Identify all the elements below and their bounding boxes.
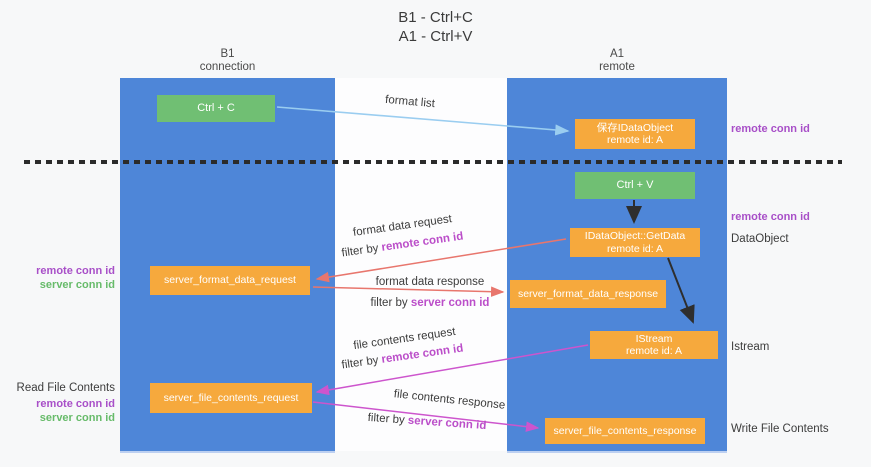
getdata-line1: IDataObject::GetData xyxy=(584,230,686,242)
format-request-label: server_format_data_request xyxy=(164,274,296,287)
istream-side-label: Istream xyxy=(731,341,770,353)
istream-line2: remote id: A xyxy=(625,345,683,357)
phase-separator-dashed-line xyxy=(24,160,842,164)
right-remote-conn-id-label-2: remote conn id xyxy=(731,211,810,223)
ctrl-v-label: Ctrl + V xyxy=(616,179,654,191)
save-idataobject-line2: remote id: A xyxy=(606,134,664,146)
getdata-line2: remote id: A xyxy=(606,242,664,255)
server-format-data-request-box: server_format_data_request xyxy=(150,266,310,295)
format-data-response-label: format data response xyxy=(375,276,485,288)
server-file-contents-response-box: server_file_contents_response xyxy=(545,418,705,444)
left-server-conn-id-label: server conn id xyxy=(39,279,115,291)
filter-key-server-conn-id: server conn id xyxy=(410,297,490,309)
server-file-contents-request-box: server_file_contents_request xyxy=(150,383,312,413)
write-file-contents-label: Write File Contents xyxy=(731,423,829,435)
title-line-1: B1 - Ctrl+C xyxy=(398,9,473,26)
read-file-contents-label: Read File Contents xyxy=(16,382,115,394)
lane-b1-name: B1 xyxy=(220,48,235,60)
ctrl-v-box: Ctrl + V xyxy=(575,172,695,199)
save-idataobject-box: 保存IDataObject remote id: A xyxy=(575,119,695,149)
istream-line1: IStream xyxy=(635,332,673,345)
right-remote-conn-id-label: remote conn id xyxy=(731,123,810,135)
idataobject-getdata-box: IDataObject::GetData remote id: A xyxy=(570,228,700,257)
ctrl-c-label: Ctrl + C xyxy=(197,102,235,114)
lane-header-a1: A1 remote xyxy=(507,48,727,74)
save-idataobject-line1: 保存IDataObject xyxy=(596,121,674,134)
ctrl-c-box: Ctrl + C xyxy=(157,95,275,122)
left-remote-conn-id-label: remote conn id xyxy=(36,265,115,277)
dataobject-label: DataObject xyxy=(731,233,789,245)
lane-a1-role: remote xyxy=(599,61,635,73)
diagram-title: B1 - Ctrl+C A1 - Ctrl+V xyxy=(0,8,871,46)
server-format-data-response-box: server_format_data_response xyxy=(510,280,666,308)
title-line-2: A1 - Ctrl+V xyxy=(398,28,473,45)
file-request-label: server_file_contents_request xyxy=(163,391,299,404)
format-response-filter-label: filter by server conn id xyxy=(350,297,510,309)
format-response-label: server_format_data_response xyxy=(517,287,659,300)
filter-prefix: filter by xyxy=(370,297,411,309)
lane-a1-name: A1 xyxy=(609,48,625,60)
lane-b1-role: connection xyxy=(199,61,256,73)
left-remote-conn-id-label-2: remote conn id xyxy=(36,398,115,410)
file-response-label: server_file_contents_response xyxy=(553,424,697,437)
left-server-conn-id-label-2: server conn id xyxy=(39,412,115,424)
istream-box: IStream remote id: A xyxy=(590,331,718,359)
lane-header-b1: B1 connection xyxy=(120,48,335,74)
